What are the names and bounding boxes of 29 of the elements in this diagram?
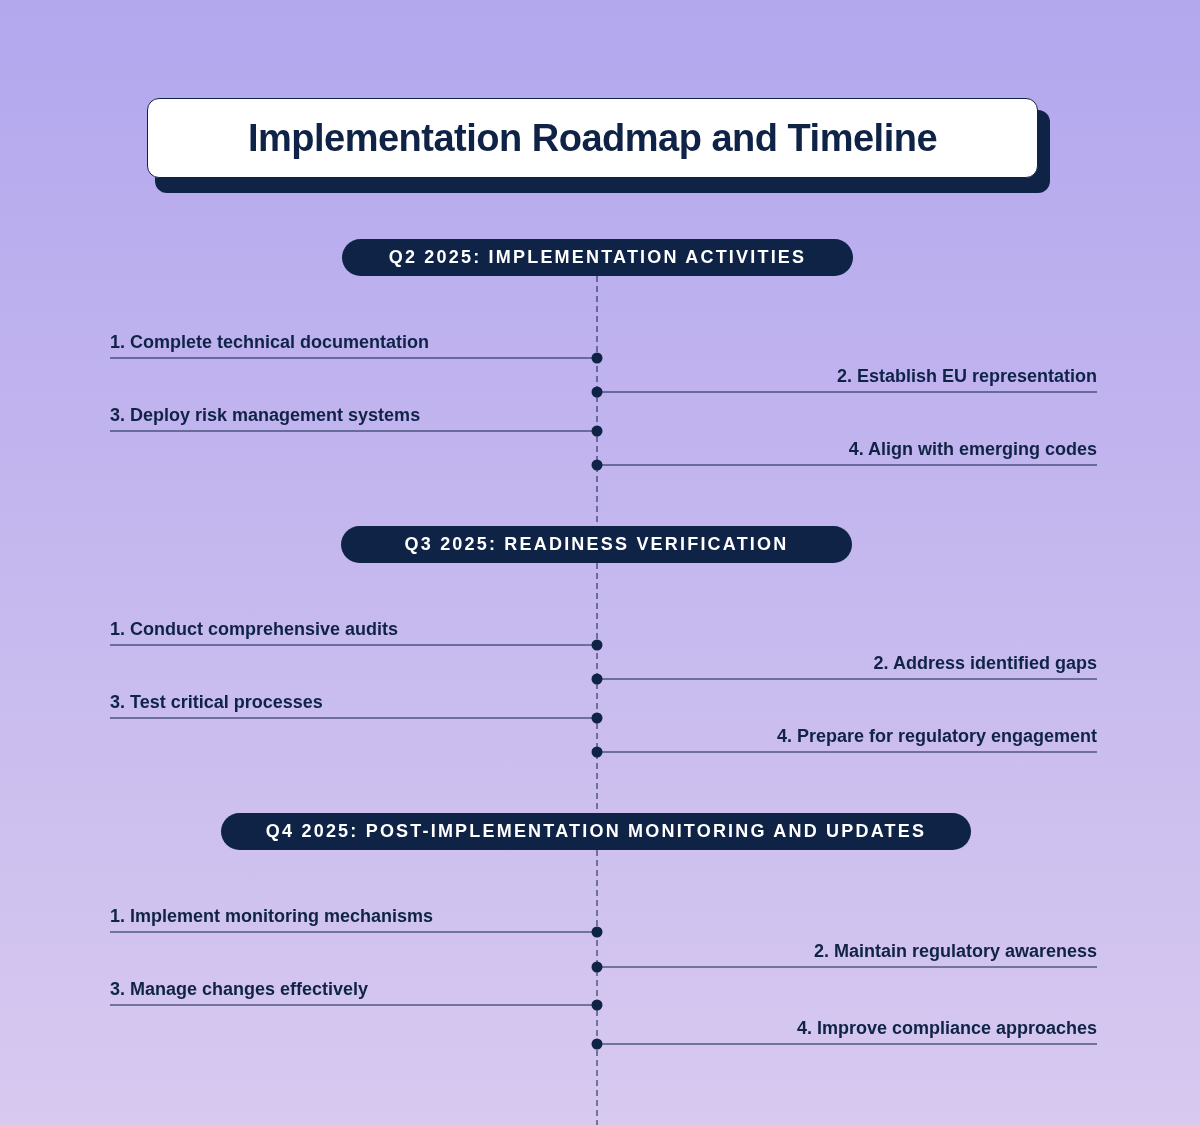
- milestone-label: 2. Address identified gaps: [873, 651, 1097, 679]
- milestone-label: 2. Establish EU representation: [836, 364, 1097, 392]
- leader-line: [109, 999, 603, 1011]
- milestone-label: 3. Test critical processes: [110, 690, 323, 718]
- leader-line: [591, 673, 1098, 685]
- leader-line: [591, 1038, 1098, 1050]
- leader-line: [109, 352, 603, 364]
- leader-line: [109, 639, 603, 651]
- milestone-label: 4. Prepare for regulatory engagement: [776, 724, 1097, 752]
- leader-line: [591, 386, 1098, 398]
- phase-banner: Q3 2025: READINESS VERIFICATION: [341, 526, 852, 563]
- milestone-label: 3. Manage changes effectively: [110, 977, 369, 1005]
- leader-line: [591, 746, 1098, 758]
- leader-line: [591, 459, 1098, 471]
- timeline-line: [596, 849, 598, 1125]
- milestone-label: 4. Align with emerging codes: [848, 437, 1097, 465]
- leader-line: [109, 926, 603, 938]
- milestone-label: 1. Complete technical documentation: [110, 330, 430, 358]
- phase-banner: Q4 2025: POST-IMPLEMENTATION MONITORING AND UPDATES: [221, 813, 971, 850]
- title: Implementation Roadmap and Timeline: [147, 98, 1038, 178]
- phase-banner: Q2 2025: IMPLEMENTATION ACTIVITIES: [342, 239, 853, 276]
- leader-line: [109, 712, 603, 724]
- milestone-label: 3. Deploy risk management systems: [110, 403, 421, 431]
- milestone-label: 4. Improve compliance approaches: [796, 1016, 1097, 1044]
- milestone-label: 2. Maintain regulatory awareness: [813, 939, 1097, 967]
- leader-line: [591, 961, 1098, 973]
- milestone-label: 1. Conduct comprehensive audits: [110, 617, 399, 645]
- milestone-label: 1. Implement monitoring mechanisms: [110, 904, 434, 932]
- leader-line: [109, 425, 603, 437]
